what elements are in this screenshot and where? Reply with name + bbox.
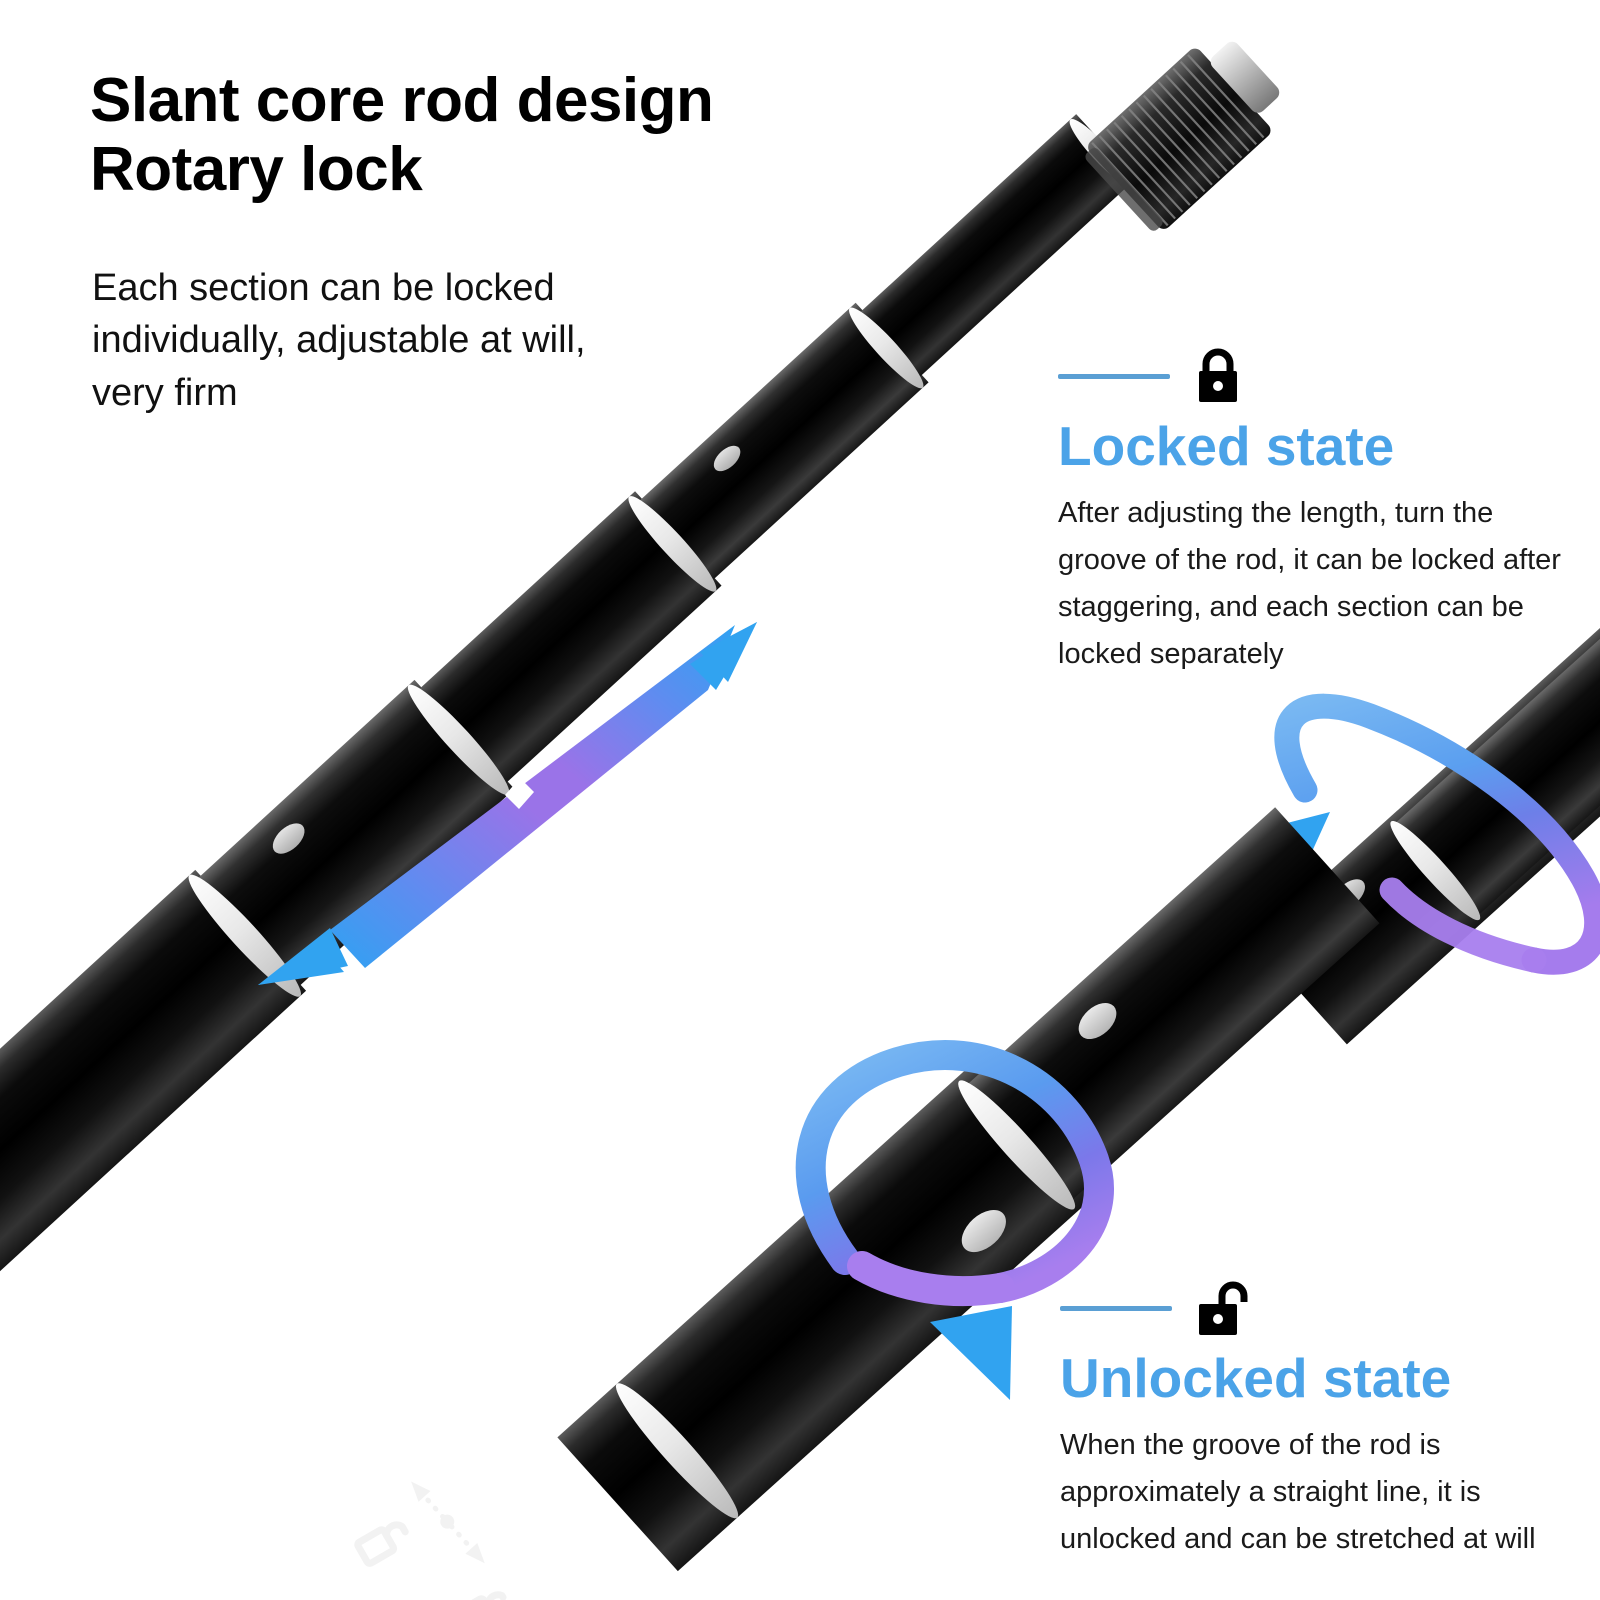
locked-state-callout: Locked state After adjusting the length,…	[1058, 348, 1588, 678]
unlocked-state-title: Unlocked state	[1060, 1347, 1452, 1409]
headline-line-1: Slant core rod design	[90, 66, 714, 135]
accent-rule	[1058, 373, 1170, 379]
subheading-copy: Each section can be locked individually,…	[92, 267, 586, 414]
knurled-knob	[1085, 41, 1280, 231]
locked-state-title: Locked state	[1058, 415, 1395, 477]
unlocked-callout-header	[1060, 1280, 1600, 1336]
page-title: Slant core rod design Rotary lock	[90, 66, 920, 205]
locked-callout-header	[1058, 348, 1588, 404]
rotate-arrow-lower	[795, 1040, 1114, 1400]
headline-line-2: Rotary lock	[90, 135, 423, 205]
lock-closed-icon	[1192, 346, 1244, 406]
unlocked-state-callout: Unlocked state When the groove of the ro…	[1060, 1280, 1600, 1563]
extend-arrow	[258, 622, 757, 985]
locked-state-body: After adjusting the length, turn the gro…	[1058, 496, 1561, 670]
accent-rule	[1060, 1305, 1172, 1311]
lock-open-icon	[1194, 1277, 1252, 1339]
rotate-arrow-upper	[1260, 693, 1600, 975]
unlocked-state-body: When the groove of the rod is approximat…	[1060, 1428, 1536, 1555]
printed-lock-marks	[354, 1481, 507, 1600]
